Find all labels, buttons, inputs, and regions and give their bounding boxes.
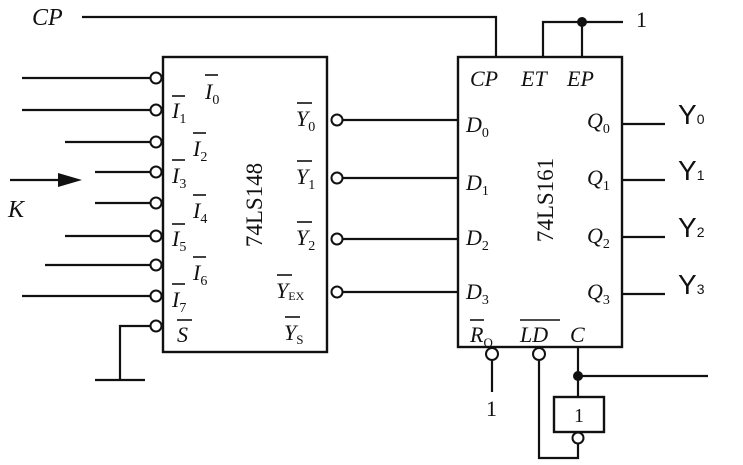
- pin-i1: I1: [171, 95, 186, 127]
- pin-i7: I7: [171, 283, 186, 316]
- encoder-input-bubbles: [149, 71, 163, 333]
- pin-d0: D0: [465, 112, 489, 141]
- inverter-bubble: [571, 431, 585, 445]
- output-y0: Y0: [678, 99, 705, 130]
- pin-ep: EP: [566, 66, 594, 91]
- chip-74ls148: [161, 55, 329, 354]
- counter-output-wires: [622, 122, 665, 296]
- svg-text:Y1: Y1: [296, 164, 315, 193]
- pin-q3: Q3: [587, 279, 610, 308]
- chip-74ls161-name: 74LS161: [533, 158, 558, 242]
- junction-dot: [577, 17, 587, 27]
- svg-text:I1: I1: [171, 98, 186, 127]
- pin-q0: Q0: [587, 108, 610, 137]
- logic-high-label: 1: [636, 7, 647, 32]
- pin-d1: D1: [465, 170, 489, 199]
- pin-i6: I6: [192, 256, 207, 289]
- carry-wire: [573, 347, 708, 397]
- chip-74ls161: [456, 55, 624, 349]
- pin-y2: Y2: [296, 221, 315, 254]
- pin-y0: Y0: [296, 102, 315, 135]
- svg-text:I5: I5: [171, 226, 186, 255]
- et-ep-high-wire: [541, 17, 623, 57]
- svg-text:S: S: [177, 322, 188, 347]
- pin-ld: LD: [519, 319, 560, 347]
- svg-text:I3: I3: [171, 163, 186, 192]
- ld-feedback-wire: [532, 347, 580, 460]
- k-label: K: [7, 197, 26, 223]
- chip-74ls148-name: 74LS148: [242, 163, 267, 247]
- svg-text:I4: I4: [192, 198, 207, 227]
- output-y1: Y1: [678, 155, 705, 186]
- svg-text:RO: RO: [469, 322, 493, 350]
- pin-c: C: [570, 322, 585, 347]
- cp-label: CP: [32, 5, 63, 31]
- pin-ro: RO: [469, 319, 493, 350]
- output-y2: Y2: [678, 212, 705, 243]
- pin-d2: D2: [465, 225, 489, 254]
- pin-i2: I2: [192, 132, 207, 165]
- pin-i5: I5: [171, 223, 186, 255]
- pin-s-enable: S: [177, 319, 192, 347]
- svg-text:I0: I0: [204, 79, 219, 108]
- pin-i0: I0: [204, 74, 219, 108]
- svg-text:YS: YS: [284, 320, 303, 347]
- pin-y1: Y1: [296, 160, 315, 193]
- pin-et: ET: [520, 66, 548, 91]
- svg-text:Y0: Y0: [296, 106, 315, 135]
- svg-text:I6: I6: [192, 260, 207, 289]
- pin-cp: CP: [470, 66, 498, 91]
- svg-text:I7: I7: [171, 287, 186, 316]
- pin-yex: YEX: [276, 274, 305, 303]
- pin-d3: D3: [465, 279, 489, 308]
- junction-dot: [573, 371, 583, 381]
- encoder-to-counter-wires: [330, 113, 458, 299]
- ro-high-label: 1: [486, 396, 497, 421]
- svg-text:I2: I2: [192, 136, 207, 165]
- encoder-input-wires: [22, 76, 150, 382]
- svg-text:LD: LD: [519, 322, 548, 347]
- svg-text:YEX: YEX: [276, 278, 305, 303]
- cp-clock-wire: [82, 15, 498, 57]
- pin-ys: YS: [284, 316, 303, 347]
- pin-q1: Q1: [587, 165, 610, 194]
- ro-wire: [485, 347, 499, 392]
- pin-i3: I3: [171, 159, 186, 192]
- inverter-label: 1: [574, 405, 584, 427]
- svg-text:Y2: Y2: [296, 225, 315, 254]
- k-arrow-icon: [10, 173, 82, 187]
- pin-i4: I4: [192, 194, 207, 227]
- pin-q2: Q2: [587, 223, 610, 252]
- output-y3: Y3: [678, 269, 705, 300]
